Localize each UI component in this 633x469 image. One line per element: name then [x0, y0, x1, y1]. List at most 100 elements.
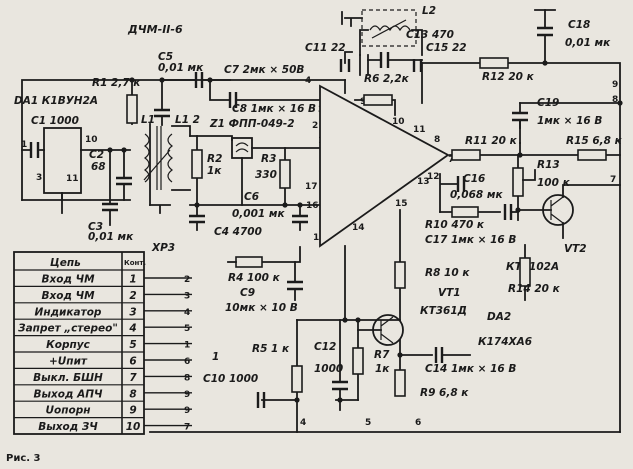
r1-c5-group: R1 2,7 к C5 0,01 мк: [92, 51, 204, 126]
r13-resistor: [512, 167, 524, 197]
da1-pin-10: 10: [85, 135, 98, 145]
da2-triangle: [319, 84, 450, 248]
c16-value: 0,068 мк: [450, 189, 503, 201]
table-row-name: Индикатор: [35, 306, 102, 318]
c5-label: C5: [158, 51, 173, 63]
table-row-pin: 7: [184, 423, 190, 433]
c8-label: C8 1мк × 16 В: [232, 103, 316, 115]
da2-pin-9: 9: [360, 97, 366, 107]
da1-chip: [43, 127, 82, 194]
da2-pin-2: 2: [312, 121, 318, 131]
c18-r12-c19-group: C18 0,01 мк R12 20 к 9 8 C19 1мк × 16 В: [479, 9, 621, 129]
table-row-pin: 5: [184, 324, 190, 334]
da1-pin-3: 3: [36, 173, 42, 183]
r6-resistor: [363, 94, 393, 106]
c12-label: C12: [314, 341, 336, 353]
r7-resistor: [352, 347, 364, 375]
table-row-pin: 4: [184, 308, 190, 318]
r5-label: R5 1 к: [252, 343, 290, 355]
r14-resistor: [519, 257, 531, 287]
vt1-label: VT1: [438, 287, 461, 299]
r4-resistor: [235, 256, 263, 268]
right-pin-7: 7: [610, 175, 616, 185]
table-row-pin: 3: [184, 291, 190, 301]
table-row-pin: 6: [184, 357, 190, 367]
l2-label: L2: [422, 5, 436, 17]
bottom-pin-6: 6: [415, 418, 421, 428]
da2-pin-8: 8: [434, 135, 440, 145]
c4-label: C4 4700: [214, 226, 262, 238]
table-row-name: Выкл. БШН: [33, 372, 103, 384]
table-row-name: Вход ЧМ: [41, 290, 95, 302]
bottom-pin-5: 5: [365, 418, 371, 428]
c19-value: 1мк × 16 В: [537, 115, 602, 127]
r4-label: R4 100 к: [228, 272, 281, 284]
c19-label: C19: [537, 97, 559, 109]
r11-resistor: [451, 149, 481, 161]
table-row-contact: 8: [129, 388, 136, 400]
table-row-contact: 3: [129, 306, 136, 318]
junction-dots: [107, 60, 623, 403]
da2-pin-10: 10: [392, 117, 405, 127]
table-header-circuit: Цепь: [50, 257, 81, 269]
r3-value: 330: [255, 169, 277, 181]
c10-label: C10 1000: [203, 373, 258, 385]
r2-value: 1к: [207, 165, 222, 177]
z1-filter: [231, 137, 253, 159]
da1-label: DA1 К1ВУН2А: [14, 95, 98, 107]
table-header-contact: Конт.: [124, 259, 146, 267]
c18-label: C18: [568, 19, 590, 31]
vt1-stage-group: R8 10 к VT1 КТ361Д C14 1мк × 16 В R9 6,8…: [203, 209, 516, 433]
da2-type: К174ХА6: [478, 336, 532, 348]
table-row-contact: 9: [129, 405, 136, 417]
connector-table: ХР3 Цепь Конт.: [13, 242, 175, 435]
table-row-pin: 2: [184, 275, 190, 285]
r9-resistor: [394, 369, 406, 397]
r13-label: R13: [537, 159, 560, 171]
right-pin-8: 8: [612, 95, 618, 105]
vt1-type: КТ361Д: [420, 305, 467, 317]
schematic-title: ДЧМ-II-6: [127, 23, 183, 36]
c3-value: 0,01 мк: [88, 231, 134, 243]
figure-caption: Рис. 3: [6, 453, 41, 464]
c7-label: C7 2мк × 50В: [224, 64, 304, 76]
table-row-name: Корпус: [46, 339, 90, 351]
da2-pin-4: 4: [305, 76, 311, 86]
table-row-name: +Uпит: [49, 356, 88, 368]
c9-value: 10мк × 10 В: [225, 302, 298, 314]
vt2-type: КТ3102А: [506, 261, 559, 273]
table-row-pin: 1: [184, 341, 190, 351]
table-row-contact: 7: [129, 372, 137, 384]
c17-label: C17 1мк × 16 В: [425, 234, 516, 246]
vt2-label: VT2: [564, 243, 587, 255]
output-stage-group: R11 20 к R15 6,8 к R13 100 к 7 VT2 КТ310…: [425, 135, 623, 301]
c9-label: C9: [240, 287, 255, 299]
r2-resistor: [191, 149, 203, 179]
c15-label: C15 22: [426, 42, 467, 54]
c5-value: 0,01 мк: [158, 62, 204, 74]
table-row-contact: 6: [129, 356, 136, 368]
right-pin-9: 9: [612, 80, 618, 90]
table-row-contact: 4: [128, 323, 136, 335]
da2-pin-17: 17: [305, 182, 318, 192]
r13-value: 100 к: [537, 177, 571, 189]
l1-label: L1: [141, 114, 155, 126]
table-row-name: Вход ЧМ: [41, 274, 95, 286]
table-row-contact: 10: [126, 421, 141, 433]
table-row-name: Выход ЗЧ: [38, 421, 98, 433]
r5-resistor: [291, 365, 303, 393]
da2-pin-15: 15: [395, 199, 408, 209]
c6-label: C6: [244, 191, 259, 203]
table-row-name: Запрет „стерео": [18, 323, 118, 335]
da2-pin-7: 7: [448, 155, 454, 165]
da1-pin-11: 11: [66, 174, 79, 184]
r8-resistor: [394, 261, 406, 289]
c7-c8-group: C7 2мк × 50В C8 1мк × 16 В 4 3: [161, 64, 324, 115]
c2-label: C2: [89, 149, 104, 161]
r3-resistor: [279, 159, 291, 189]
table-row-contact: 5: [129, 339, 136, 351]
table-row-contact: 2: [129, 290, 136, 302]
da1-pin-1: 1: [21, 140, 27, 150]
r1-resistor: [126, 94, 138, 124]
